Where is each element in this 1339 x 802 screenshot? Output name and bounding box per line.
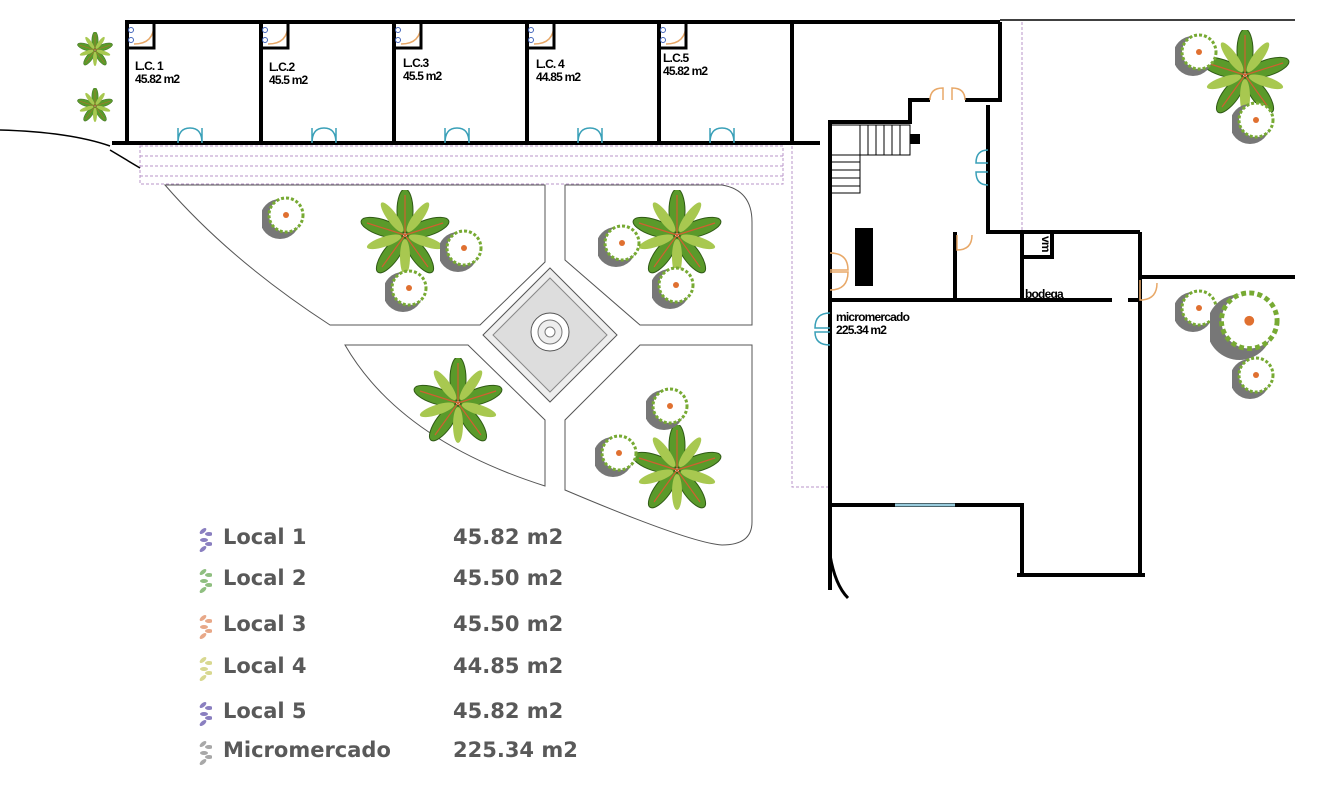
legend-value: 45.82 m2 [453,525,564,549]
entrance-door [311,127,337,144]
leaf-icon [199,741,212,765]
tree-icon [1232,356,1275,399]
walkway [139,145,784,185]
legend-name: Local 5 [223,699,307,723]
toilet-icon [262,27,268,33]
tree-icon [1207,293,1277,360]
entrance-door [444,127,470,144]
local-3-area: 45.5 m2 [403,69,443,83]
toilet-icon [660,27,666,33]
local-4-area: 44.85 m2 [536,70,581,84]
garden-top-left [163,184,546,326]
micromercado-name: micromercado [836,310,910,324]
local-3-name: L.C.3 [403,56,429,70]
local-4-name: L.C. 4 [536,57,565,71]
toilet-icon [128,27,134,33]
toilet-icon [528,27,534,33]
legend-value: 225.34 m2 [453,738,578,762]
plant-icon [77,88,113,124]
legend-value: 44.85 m2 [453,654,564,678]
legend-name: Local 3 [223,612,307,636]
local-5-name: L.C.5 [663,51,689,65]
legend-value: 45.50 m2 [453,612,564,636]
vm-label: vm [1039,236,1053,252]
legend-name: Micromercado [223,738,391,762]
toilet-icon [528,37,534,43]
toilet-icon [128,37,134,43]
leaf-icon [199,569,212,593]
local-2-area: 45.5 m2 [269,73,309,87]
entrance-door [177,127,203,144]
local-1-area: 45.82 m2 [135,72,180,86]
micromercado-area: 225.34 m2 [836,323,887,337]
bodega-label: bodega [1025,287,1064,301]
local-walls [112,19,1295,145]
plant-icon [77,32,113,68]
local-5-area: 45.82 m2 [663,64,708,78]
local-2-name: L.C.2 [269,60,295,74]
leaf-icon [199,702,212,726]
legend-value: 45.50 m2 [453,566,564,590]
legend-name: Local 2 [223,566,307,590]
micromercado-walls [814,22,1295,600]
legend-value: 45.82 m2 [453,699,564,723]
local-1-name: L.C. 1 [135,59,164,73]
toilet-icon [395,27,401,33]
local-labels: L.C. 1 45.82 m2 L.C.2 45.5 m2 L.C.3 45.5… [135,51,1065,337]
leaf-icon [199,615,212,639]
toilet-icon [660,37,666,43]
tree-icon [1175,289,1218,332]
toilet-icon [395,37,401,43]
toilet-icon [262,37,268,43]
central-fountain-plaza [482,267,618,403]
entrance-door [577,127,603,144]
legend-name: Local 1 [223,525,307,549]
legend-name: Local 4 [223,654,307,678]
tree-icon [1232,101,1275,144]
leaf-icon [199,657,212,681]
leaf-icon [199,528,212,552]
entrance-door [709,127,735,144]
